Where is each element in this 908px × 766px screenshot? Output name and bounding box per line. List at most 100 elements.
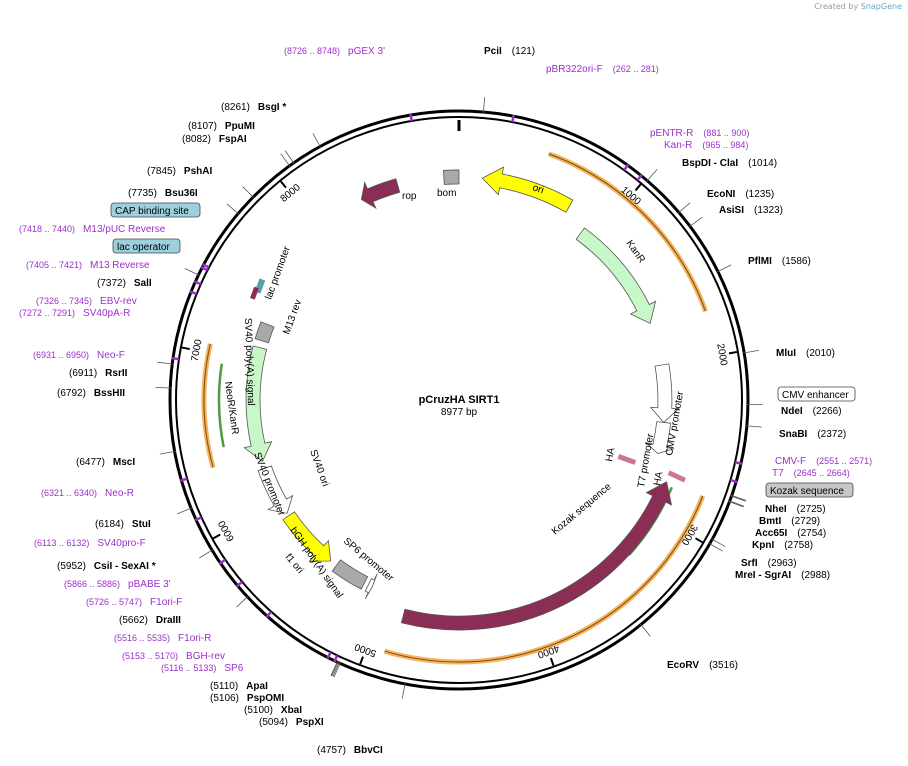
feature-rop[interactable] (360, 178, 401, 210)
enzyme-leader-8 (730, 494, 747, 501)
snapgene-logo-text: SnapGene (860, 2, 902, 11)
enzyme-csii[interactable]: (5952)CsiI - SexAI * (57, 561, 156, 572)
backbone-outer (168, 109, 750, 691)
enzyme-leader-10 (728, 500, 744, 507)
enzyme-econi[interactable]: EcoNI(1235) (707, 189, 774, 200)
enzyme-pspomi[interactable]: (5106)PspOMI (210, 693, 284, 704)
plasmid-length: 8977 bp (441, 407, 478, 418)
feature-f1-ori[interactable] (282, 511, 332, 562)
feature-bom[interactable] (442, 169, 460, 185)
feature-cmv-enhancer[interactable] (649, 363, 680, 423)
enzyme-leader-1 (646, 169, 658, 182)
label-f1-ori: f1 ori (283, 552, 306, 576)
lac-operator-box[interactable] (112, 238, 181, 254)
enzyme-stui[interactable]: (6184)StuI (95, 519, 151, 530)
primer-t7[interactable]: T7(2645 .. 2664) (772, 468, 850, 479)
tick-6000 (212, 533, 221, 540)
primer-f1ori-r[interactable]: (5516 .. 5535)F1ori-R (114, 633, 211, 644)
enzyme-leader-24 (155, 386, 172, 389)
enzyme-leader-19 (330, 661, 338, 676)
enzyme-bmti[interactable]: BmtI(2729) (759, 516, 820, 527)
enzyme-bsgi[interactable]: (8261)BsgI * (221, 102, 286, 113)
enzyme-rsrii[interactable]: (6911)RsrII (69, 368, 128, 379)
enzyme-acc65i[interactable]: Acc65I(2754) (755, 528, 826, 539)
primer-kan-r[interactable]: Kan-R(965 .. 984) (664, 140, 748, 151)
primer-sv40pa-r[interactable]: (7272 .. 7291)SV40pA-R (19, 308, 130, 319)
enzyme-msci[interactable]: (6477)MscI (76, 457, 135, 468)
feature-bgh-poly-a-signal[interactable] (331, 559, 369, 590)
tick-label-2000: 2000 (714, 343, 729, 367)
enzyme-bspdi[interactable]: BspDI - ClaI(1014) (682, 158, 777, 169)
primer-ebv-rev[interactable]: (7326 .. 7345)EBV-rev (36, 296, 137, 307)
enzyme-mrei[interactable]: MreI - SgrAI(2988) (735, 570, 830, 581)
primer-cmv-f[interactable]: CMV-F(2551 .. 2571) (775, 456, 872, 467)
enzyme-leader-15 (401, 682, 406, 699)
primer-neo-f[interactable]: (6931 .. 6950)Neo-F (33, 350, 125, 361)
enzyme-pspxi[interactable]: (5094)PspXI (259, 717, 324, 728)
cap-binding-site-box[interactable] (110, 202, 201, 218)
enzyme-ecorv[interactable]: EcoRV(3516) (667, 660, 738, 671)
feature-sv40-poly-a-signal[interactable] (254, 321, 275, 344)
enzyme-leader-31 (312, 133, 321, 148)
enzyme-pcii[interactable]: PciI(121) (484, 46, 535, 57)
primer-pbabe3[interactable]: (5866 .. 5886)pBABE 3' (64, 579, 171, 590)
plasmid-name: pCruzHA SIRT1 (419, 394, 500, 406)
enzyme-bsshii[interactable]: (6792)BssHII (57, 388, 125, 399)
primer-marker-10 (171, 356, 180, 361)
enzyme-leader-25 (157, 361, 174, 365)
enzyme-nhei[interactable]: NheI(2725) (765, 504, 826, 515)
primer-pbr322ori-f[interactable]: pBR322ori-F(262 .. 281) (546, 64, 659, 75)
leader-lines (155, 97, 763, 699)
primer-bgh-rev[interactable]: (5153 .. 5170)BGH-rev (122, 651, 225, 662)
primer-marker-3 (636, 174, 643, 182)
label-kozak-inner: Kozak sequence (550, 481, 614, 537)
feature-sv40-promoter[interactable] (257, 465, 294, 514)
enzyme-leader-16 (333, 662, 341, 678)
cmv-enhancer-box[interactable] (777, 386, 856, 402)
enzyme-draiii[interactable]: (5662)DraIII (119, 615, 181, 626)
enzyme-bbvci[interactable]: (4757)BbvCI (317, 745, 383, 756)
enzyme-ndei[interactable]: NdeI(2266) (781, 406, 842, 417)
cap-binding-site-label: CAP binding site (115, 206, 189, 217)
kozak-sequence-box[interactable] (765, 482, 854, 498)
enzyme-sali[interactable]: (7372)SalI (97, 278, 152, 289)
primer-pentr-r[interactable]: pENTR-R(881 .. 900) (650, 128, 749, 139)
feature-ori[interactable] (481, 166, 574, 213)
primer-m13puc-reverse[interactable]: (7418 .. 7440)M13/pUC Reverse (19, 224, 166, 235)
feature-tracks (201, 151, 708, 665)
tick-label-6000: 6000 (216, 518, 237, 543)
primer-marker-4 (734, 461, 743, 465)
enzyme-leader-7 (745, 425, 762, 428)
enzyme-kpni[interactable]: KpnI(2758) (752, 540, 813, 551)
enzyme-pflmi[interactable]: PflMI(1586) (748, 256, 811, 267)
enzyme-snabi[interactable]: SnaBI(2372) (779, 429, 846, 440)
enzyme-leader-2 (677, 202, 691, 214)
primer-f1ori-f[interactable]: (5726 .. 5747)F1ori-F (86, 597, 182, 608)
primer-m13-reverse[interactable]: (7405 .. 7421)M13 Reverse (26, 260, 150, 271)
enzyme-leader-12 (711, 538, 726, 547)
primer-sp6[interactable]: (5116 .. 5133)SP6 (161, 663, 244, 674)
features (243, 166, 680, 631)
enzyme-srfi[interactable]: SrfI(2963) (741, 558, 797, 569)
feature-kanr[interactable] (575, 227, 657, 325)
primer-sv40pro-f[interactable]: (6113 .. 6132)SV40pro-F (34, 538, 146, 549)
primer-neo-r[interactable]: (6321 .. 6340)Neo-R (41, 488, 134, 499)
feature-sirt1[interactable] (400, 481, 673, 631)
enzyme-mlui[interactable]: MluI(2010) (776, 348, 835, 359)
primer-marker-12 (194, 516, 202, 522)
enzyme-ppumi[interactable]: (8107)PpuMI (188, 121, 255, 132)
feature-neor-kanr[interactable] (243, 345, 273, 463)
enzyme-bsu36i[interactable]: (7735)Bsu36I (128, 188, 198, 199)
enzyme-xbai[interactable]: (5100)XbaI (244, 705, 302, 716)
feature-cmv-promoter[interactable] (644, 421, 675, 454)
feature-sp6-promoter[interactable] (364, 573, 378, 600)
enzyme-asisi[interactable]: AsiSI(1323) (719, 205, 783, 216)
label-neor-kanr: NeoR/KanR (222, 381, 240, 435)
track-sirt1-core (384, 495, 704, 663)
primer-pgex3[interactable]: (8726 .. 8748)pGEX 3' (284, 46, 385, 57)
enzyme-apai[interactable]: (5110)ApaI (210, 681, 268, 692)
enzyme-pshai[interactable]: (7845)PshAI (147, 166, 212, 177)
enzyme-leader-26 (184, 268, 200, 276)
tick-4000 (549, 657, 555, 667)
enzyme-fspai[interactable]: (8082)FspAI (182, 134, 247, 145)
